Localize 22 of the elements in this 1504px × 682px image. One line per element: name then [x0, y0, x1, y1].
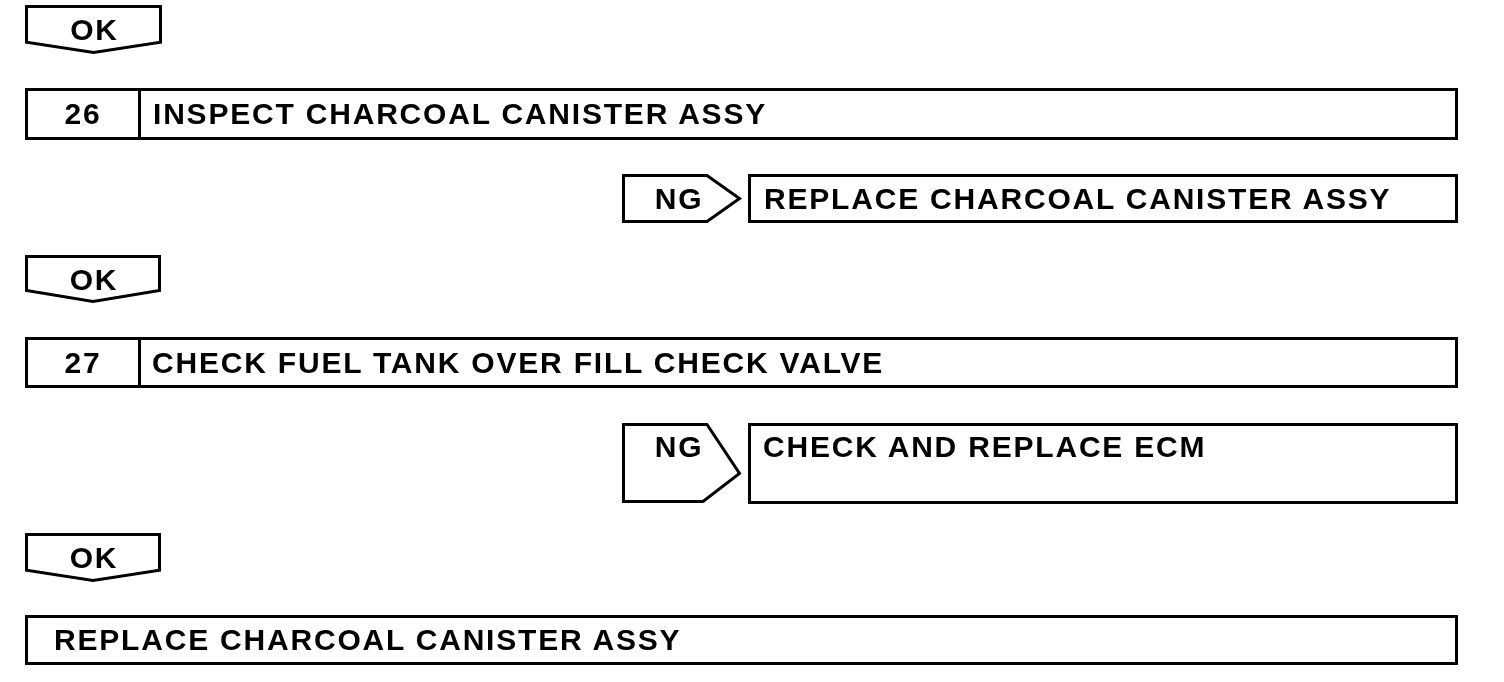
step-number: 27 — [64, 347, 102, 378]
step-title: INSPECT CHARCOAL CANISTER ASSY — [153, 99, 768, 129]
action-box — [748, 174, 1458, 223]
down-arrow-tab — [25, 5, 162, 54]
tab-label: OK — [69, 543, 119, 574]
step-box — [25, 337, 1458, 388]
right-arrow-tab — [622, 423, 741, 503]
step-box — [25, 88, 1458, 140]
step-number: 26 — [64, 99, 102, 129]
down-arrow-tab — [25, 533, 161, 582]
action-text: REPLACE CHARCOAL CANISTER ASSY — [764, 183, 1392, 214]
tab-label: OK — [69, 264, 119, 295]
tab-label: OK — [70, 15, 119, 46]
action-box — [748, 423, 1458, 504]
right-arrow-tab — [622, 174, 741, 223]
action-text: REPLACE CHARCOAL CANISTER ASSY — [54, 625, 682, 655]
action-box — [25, 615, 1458, 665]
tab-label: NG — [654, 183, 704, 214]
tab-label: NG — [654, 432, 704, 462]
down-arrow-tab — [25, 255, 161, 303]
action-text: CHECK AND REPLACE ECM — [763, 431, 1207, 462]
step-title: CHECK FUEL TANK OVER FILL CHECK VALVE — [152, 347, 885, 378]
